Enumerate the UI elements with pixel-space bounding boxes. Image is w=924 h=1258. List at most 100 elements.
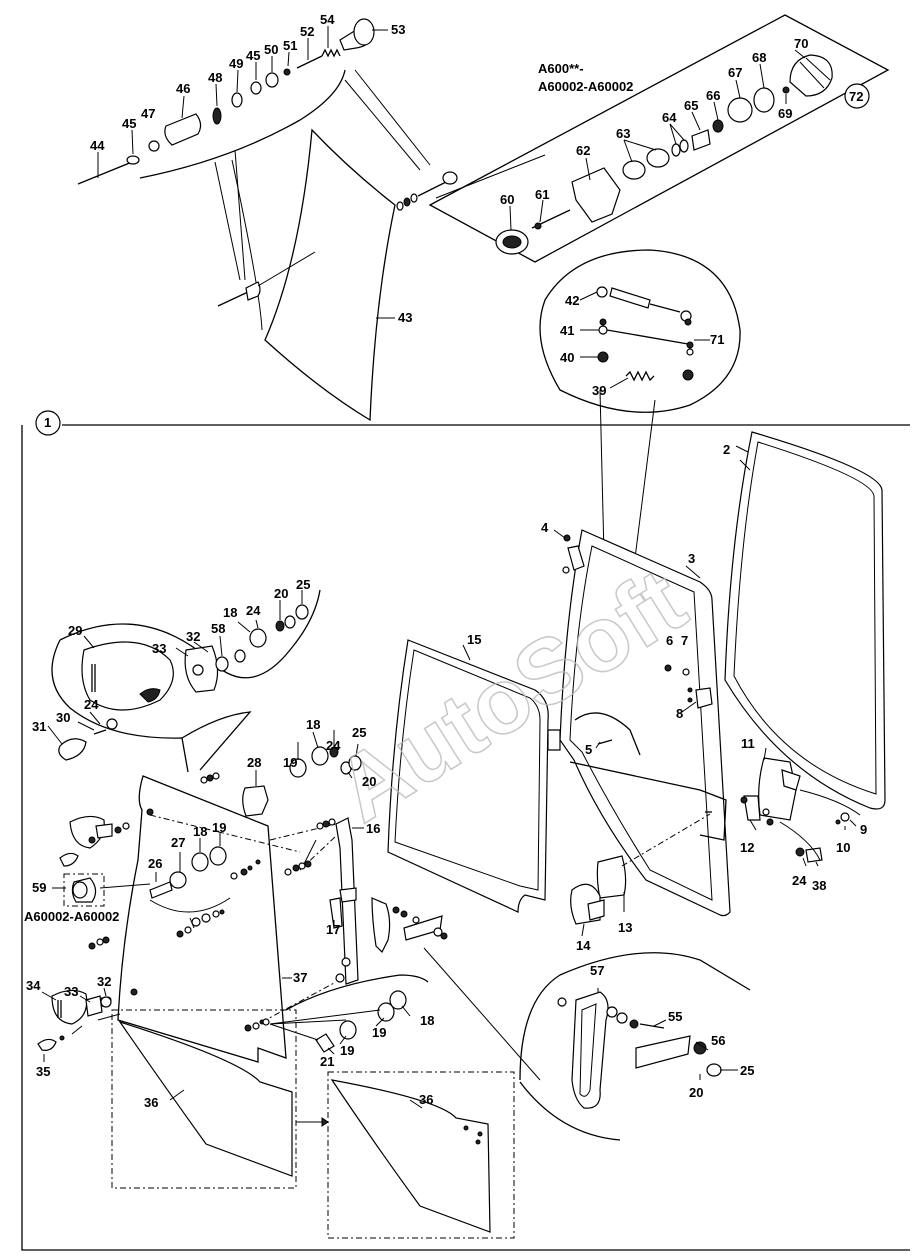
callout-labels: 1 2 3 4 5 6 7 8 9 10 11 12 13 14 15 16 1… (26, 12, 867, 1110)
glass-panel-43-edge (231, 159, 263, 331)
callout-67: 67 (728, 65, 742, 80)
callout-18a: 18 (306, 717, 320, 732)
callout-59: 59 (32, 880, 46, 895)
callout-21: 21 (320, 1054, 334, 1069)
callout-24b: 24 (326, 738, 341, 753)
latch-inset-border-top (59, 589, 321, 679)
callout-45a: 45 (122, 116, 136, 131)
callout-11: 11 (741, 736, 755, 751)
leader-48 (215, 83, 218, 107)
box-59 (63, 873, 105, 907)
nut-66 (712, 119, 724, 133)
guide-line-c (344, 79, 421, 171)
nut-32 (215, 656, 229, 672)
callout-24a: 24 (246, 603, 261, 618)
callout-17: 17 (326, 922, 340, 937)
callout-19b: 19 (212, 820, 226, 835)
callout-19a: 19 (283, 755, 297, 770)
plate-68 (753, 87, 775, 113)
plate-8 (695, 687, 713, 709)
callout-45b: 45 (246, 48, 260, 63)
strut-rod-left (217, 291, 249, 307)
pin-21 (315, 1033, 335, 1053)
bushing-50 (265, 72, 279, 88)
callout-14: 14 (576, 938, 591, 953)
frame-3-inner (569, 545, 713, 901)
serial-range-line1: A600**- (538, 61, 584, 76)
lever-plate-56 (635, 1035, 691, 1069)
panel-36-right (330, 1079, 491, 1233)
guide-line-d (354, 69, 431, 166)
ring-64b (679, 139, 689, 153)
callout-18b: 18 (193, 824, 207, 839)
latch-inset-border-bottom (51, 639, 189, 773)
screw-69 (782, 86, 790, 94)
inset-parallelogram (428, 14, 890, 263)
callout-53: 53 (391, 22, 405, 37)
leader-51 (287, 51, 290, 67)
nut-47 (148, 140, 160, 152)
plate-33b (85, 995, 103, 1017)
callout-2: 2 (723, 442, 730, 457)
bolt-26 (149, 881, 173, 899)
leader-45a (131, 129, 134, 155)
handle-inset-border-top (519, 952, 751, 1081)
bushing-27 (169, 871, 187, 889)
inset-pointer (435, 154, 546, 199)
latch-striker-group (740, 747, 861, 867)
callout-25b: 25 (352, 725, 366, 740)
callout-32a: 32 (186, 629, 200, 644)
callout-69: 69 (778, 106, 792, 121)
callout-36b: 36 (419, 1092, 433, 1107)
bushing-65 (691, 129, 711, 151)
callout-12: 12 (740, 840, 754, 855)
handle-inset (519, 952, 751, 1141)
door-frame-3 (547, 459, 751, 917)
knob-25 (706, 1063, 722, 1077)
callout-58: 58 (211, 621, 225, 636)
bracket-curve-top (139, 69, 346, 179)
callout-26: 26 (148, 856, 162, 871)
callout-9: 9 (860, 822, 867, 837)
callout-50: 50 (264, 42, 278, 57)
callout-4: 4 (541, 520, 549, 535)
handle-inset-border-bottom (519, 1081, 621, 1141)
callout-3: 3 (688, 551, 695, 566)
callout-33b: 33 (64, 984, 78, 999)
callout-55: 55 (668, 1009, 682, 1024)
bracket-12 (743, 795, 761, 821)
callout-63: 63 (616, 126, 630, 141)
lower-plates (570, 813, 711, 937)
nut-40 (597, 351, 609, 363)
washer-19b (209, 846, 227, 866)
glass-15-inner (394, 649, 541, 891)
callout-18d: 18 (420, 1013, 434, 1028)
washer-49 (231, 92, 243, 108)
callout-44: 44 (90, 138, 105, 153)
striker-11-tab (781, 769, 801, 791)
callout-60: 60 (500, 192, 514, 207)
frame-3-crossbar (574, 712, 641, 756)
glass-panel-43-group (217, 128, 458, 422)
rod-41 (606, 329, 689, 345)
panel-36-box-left (111, 1009, 297, 1189)
washer-67 (727, 97, 753, 123)
callout-36a: 36 (144, 1095, 158, 1110)
washer-18b (191, 852, 209, 872)
handle-60-inner (502, 235, 522, 249)
callout-48: 48 (208, 70, 222, 85)
sleeve-46 (164, 113, 202, 146)
bushing-58 (234, 649, 246, 663)
spring-39 (625, 370, 655, 382)
callout-65: 65 (684, 98, 698, 113)
handle-57 (571, 991, 609, 1109)
washer-45b (250, 81, 262, 95)
bolt-38 (805, 847, 823, 863)
washer-19c (377, 1002, 395, 1022)
spring-54 (321, 48, 341, 58)
callout-8: 8 (676, 706, 683, 721)
panel-36-box-right (327, 1071, 515, 1239)
callout-20b: 20 (362, 774, 376, 789)
callout-6: 6 (666, 633, 673, 648)
door-glass-2 (724, 431, 886, 810)
